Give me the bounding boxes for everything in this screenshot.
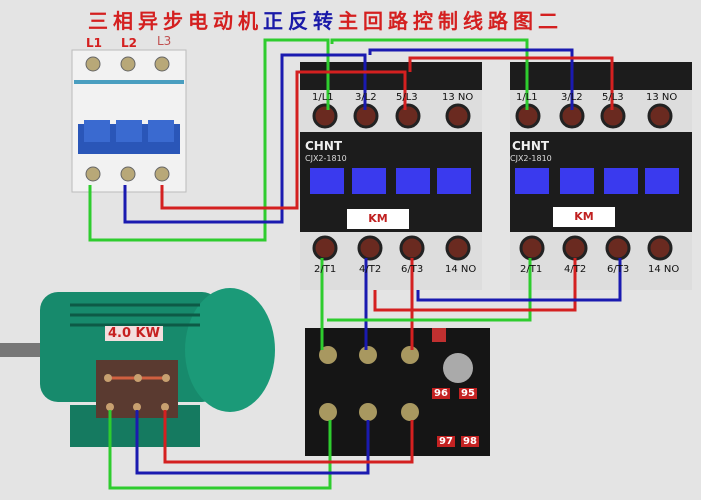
wire-motor-v	[135, 410, 370, 475]
page-title: 三相异步电动机正反转主回路控制线路图二	[88, 5, 563, 34]
c2-km-label: KM	[553, 207, 615, 227]
wire-rev-t1	[327, 258, 532, 322]
wire-l2-branch	[368, 48, 574, 110]
title-part-1: 三相异步电动机	[88, 9, 263, 33]
c2-top-terminal: 3/L2	[561, 92, 583, 103]
motor-body	[0, 288, 275, 447]
title-part-3: 主回路控制线路图二	[338, 9, 563, 33]
wire-rev-t2	[373, 258, 577, 312]
c1-top-terminal: 5/L3	[396, 92, 418, 103]
motor-power-label: 4.0 KW	[105, 326, 163, 341]
c2-model: CJX2-1810	[510, 154, 552, 163]
c2-top-terminal: 13 NO	[646, 92, 678, 103]
phase-label-l2: L2	[121, 36, 137, 50]
c1-bottom-terminal: 4/T2	[359, 264, 382, 275]
c1-bottom-terminal: 14 NO	[445, 264, 477, 275]
c2-bottom-terminal: 4/T2	[564, 264, 587, 275]
wire-l3	[160, 70, 407, 210]
phase-label-l3: L3	[157, 34, 172, 48]
title-part-2: 正反转	[263, 9, 338, 33]
relay-contact-95: 95	[459, 388, 477, 399]
wire-l2	[123, 53, 367, 224]
c2-bottom-terminal: 2/T1	[520, 264, 543, 275]
overload-relay	[305, 328, 490, 456]
c1-top-terminal: 13 NO	[442, 92, 474, 103]
relay-contact-98: 98	[461, 436, 479, 447]
wire-l3-branch	[408, 56, 614, 110]
c1-model: CJX2-1810	[305, 154, 347, 163]
wire-rev-t3	[416, 258, 622, 302]
c1-bottom-terminal: 6/T3	[401, 264, 424, 275]
c2-bottom-terminal: 6/T3	[607, 264, 630, 275]
c1-bottom-terminal: 2/T1	[314, 264, 337, 275]
c2-top-terminal: 1/L1	[516, 92, 538, 103]
relay-contact-96: 96	[432, 388, 450, 399]
c1-brand: CHNT	[305, 139, 343, 153]
contactor-2-body	[510, 62, 692, 290]
circuit-breaker	[71, 49, 187, 193]
wire-motor-u	[108, 410, 332, 490]
phase-label-l1: L1	[86, 36, 102, 50]
c2-top-terminal: 5/L3	[602, 92, 624, 103]
c2-bottom-terminal: 14 NO	[648, 264, 680, 275]
relay-contact-97: 97	[437, 436, 455, 447]
c1-top-terminal: 1/L1	[312, 92, 334, 103]
c2-brand: CHNT	[512, 139, 550, 153]
wire-motor-w	[163, 410, 414, 464]
wire-l1	[88, 38, 330, 242]
wire-l1-branch	[330, 38, 529, 110]
c1-km-label: KM	[347, 209, 409, 229]
contactor-1-body	[300, 62, 482, 290]
c1-top-terminal: 3/L2	[355, 92, 377, 103]
